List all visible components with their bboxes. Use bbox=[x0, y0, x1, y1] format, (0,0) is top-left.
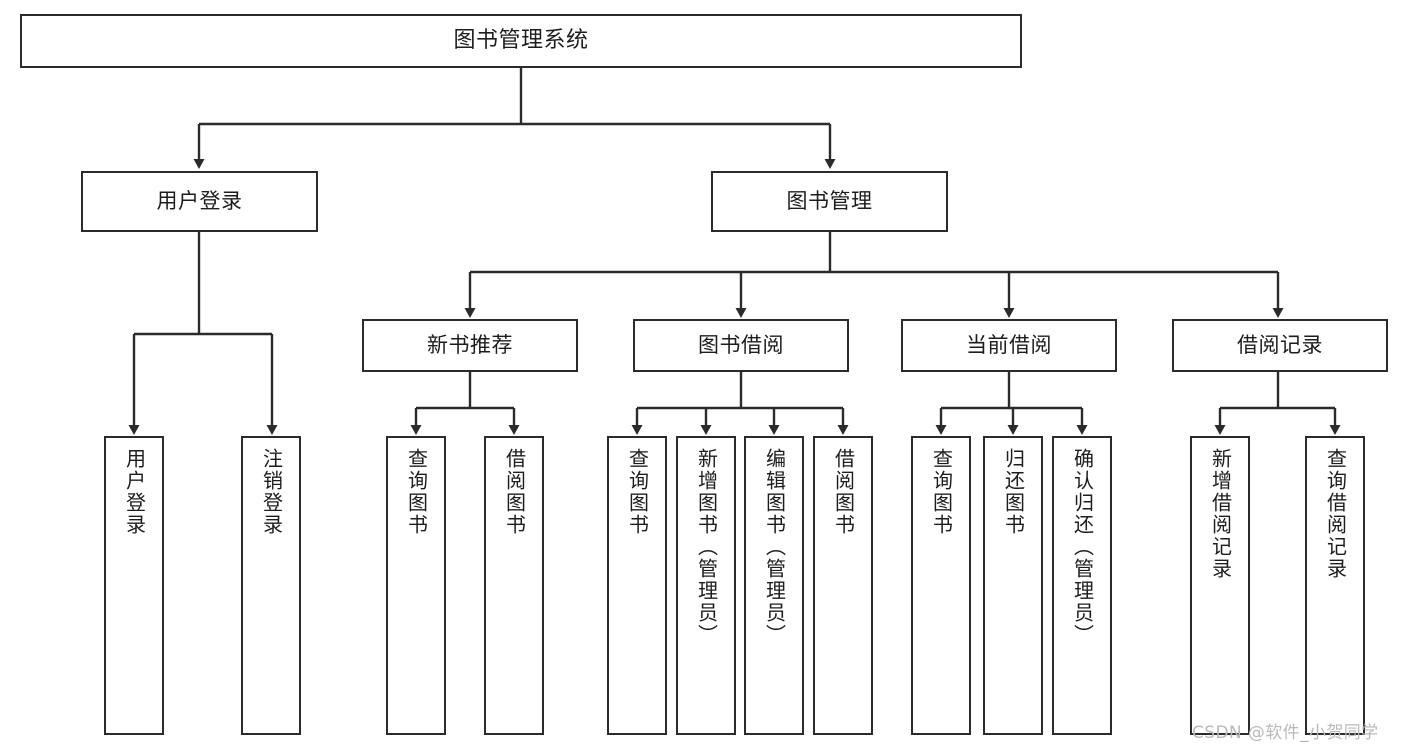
leaf-query-book-borrow[interactable]: 查询图书 bbox=[607, 436, 667, 735]
node-label: 图书管理系统 bbox=[453, 27, 589, 53]
node-label: 查询借阅记录 bbox=[1323, 448, 1348, 580]
node-user-login[interactable]: 用户登录 bbox=[81, 171, 318, 232]
leaf-confirm-return-admin[interactable]: 确认归还（管理员） bbox=[1052, 436, 1112, 735]
leaf-query-book-current[interactable]: 查询图书 bbox=[911, 436, 971, 735]
leaf-borrow-book-recommend[interactable]: 借阅图书 bbox=[484, 436, 544, 735]
node-label: 借阅图书 bbox=[502, 448, 527, 536]
node-label: 新书推荐 bbox=[427, 332, 513, 357]
node-label: 当前借阅 bbox=[966, 332, 1052, 357]
node-current-borrow[interactable]: 当前借阅 bbox=[901, 319, 1117, 372]
leaf-add-book-admin[interactable]: 新增图书（管理员） bbox=[676, 436, 736, 735]
node-label: 注销登录 bbox=[259, 448, 284, 536]
node-label: 图书借阅 bbox=[698, 332, 784, 357]
leaf-borrow-book[interactable]: 借阅图书 bbox=[813, 436, 873, 735]
node-label: 用户登录 bbox=[122, 448, 147, 536]
node-borrow-record[interactable]: 借阅记录 bbox=[1172, 319, 1388, 372]
leaf-add-borrow-record[interactable]: 新增借阅记录 bbox=[1190, 436, 1250, 735]
leaf-edit-book-admin[interactable]: 编辑图书（管理员） bbox=[744, 436, 804, 735]
node-root[interactable]: 图书管理系统 bbox=[20, 14, 1022, 68]
node-label: 借阅图书 bbox=[831, 448, 856, 536]
leaf-query-book-recommend[interactable]: 查询图书 bbox=[386, 436, 446, 735]
leaf-query-borrow-record[interactable]: 查询借阅记录 bbox=[1305, 436, 1365, 735]
csdn-watermark: CSDN @软件_小贺同学 bbox=[1192, 723, 1379, 743]
node-label: 查询图书 bbox=[404, 448, 429, 536]
node-book-management[interactable]: 图书管理 bbox=[711, 171, 948, 232]
node-label: 归还图书 bbox=[1001, 448, 1026, 536]
node-label: 图书管理 bbox=[786, 188, 873, 213]
node-label: 新增借阅记录 bbox=[1208, 448, 1233, 580]
node-label: 新增图书（管理员） bbox=[694, 448, 719, 646]
node-label: 查询图书 bbox=[929, 448, 954, 536]
node-new-book-recommend[interactable]: 新书推荐 bbox=[362, 319, 578, 372]
leaf-return-book[interactable]: 归还图书 bbox=[983, 436, 1043, 735]
node-label: 确认归还（管理员） bbox=[1070, 448, 1095, 646]
node-label: 用户登录 bbox=[156, 188, 243, 213]
node-book-borrow[interactable]: 图书借阅 bbox=[633, 319, 849, 372]
node-label: 编辑图书（管理员） bbox=[762, 448, 787, 646]
leaf-user-login[interactable]: 用户登录 bbox=[104, 436, 164, 735]
node-label: 借阅记录 bbox=[1237, 332, 1323, 357]
leaf-user-logout[interactable]: 注销登录 bbox=[241, 436, 301, 735]
node-label: 查询图书 bbox=[625, 448, 650, 536]
